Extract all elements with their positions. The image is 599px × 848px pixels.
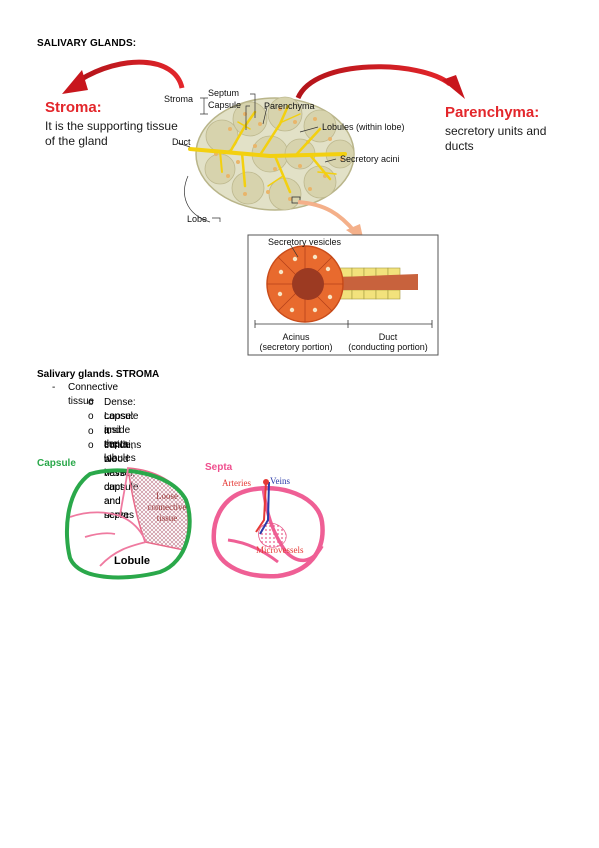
label-duct: Duct [172, 137, 191, 147]
label-acinus: Acinus (secretory portion) [252, 332, 340, 352]
label-septum: Septum [208, 88, 240, 98]
vein-line [259, 481, 270, 535]
label-lobules: Lobules (within lobe) [322, 122, 405, 132]
label-inset-duct: Duct (conducting portion) [342, 332, 434, 352]
right-curved-arrow [295, 64, 452, 100]
label-parenchyma: Parenchyma [264, 101, 315, 111]
capsule-outline [64, 468, 192, 580]
left-curved-arrow [78, 59, 185, 89]
septa-drawing [211, 479, 325, 579]
right-arrowhead [442, 75, 465, 99]
gland-illustration [177, 93, 439, 356]
loose-tissue-label: Loose connective tissue [147, 491, 187, 523]
artery-line [255, 481, 267, 533]
arrows-layer [62, 59, 465, 100]
stroma-title: Stroma: [45, 99, 102, 116]
capsule-drawing [64, 467, 192, 580]
parenchyma-description: secretory units and ducts [445, 124, 547, 153]
lobule-label: Lobule [114, 555, 151, 567]
label-stroma: Stroma [164, 94, 194, 104]
main-duct [188, 147, 347, 159]
callout-arrow [297, 200, 357, 234]
acinus-subtitle: (secretory portion) [259, 342, 333, 352]
label-capsule: Capsule [208, 100, 242, 110]
microvessels-label: Microvessels [256, 545, 304, 555]
stroma-description: It is the supporting tissue of the gland [45, 119, 178, 148]
left-arrowhead [62, 70, 88, 94]
label-secretory-vesicles: Secretory vesicles [268, 237, 342, 247]
septa-title: Septa [205, 462, 233, 473]
capsule-title: Capsule [37, 458, 76, 469]
septa-outline [211, 485, 325, 579]
duct-title: Duct [378, 332, 398, 342]
label-lobe: Lobe [187, 214, 208, 224]
arteries-label: Arteries [222, 478, 251, 488]
veins-label: Veins [270, 476, 290, 486]
acinus-title: Acinus [282, 332, 310, 342]
label-secretory-acini: Secretory acini [340, 154, 400, 164]
subitem-text: Loose: inside the lobules [104, 411, 136, 464]
subitem-text: Dense: capsule and septa [104, 396, 139, 450]
parenchyma-title: Parenchyma: [445, 104, 540, 121]
section-title: Salivary glands. STROMA [37, 369, 160, 380]
page-heading: SALIVARY GLANDS: [37, 38, 137, 49]
duct-subtitle: (conducting portion) [348, 342, 428, 352]
list-item-text: Connective tissue [68, 382, 119, 407]
microvessel-cluster [258, 522, 287, 548]
